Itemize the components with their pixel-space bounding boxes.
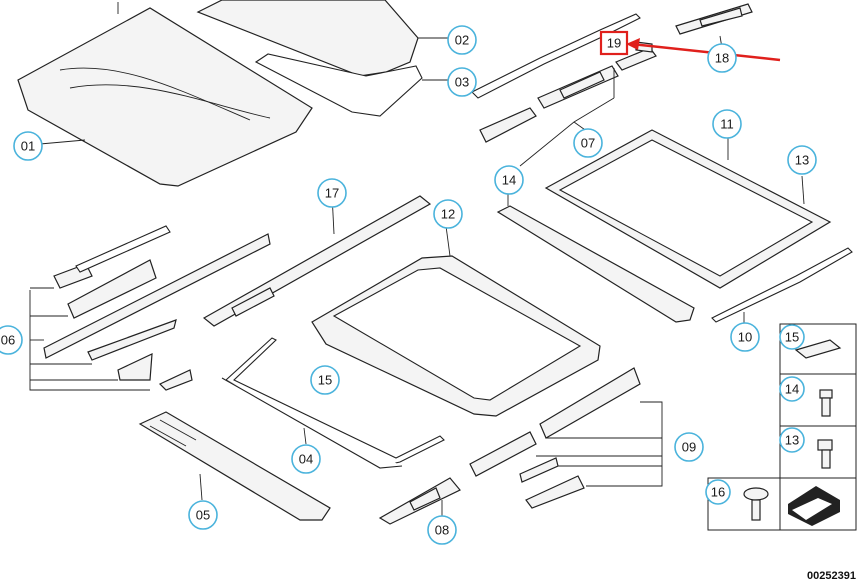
part-07-guide-set xyxy=(479,65,619,167)
svg-text:15: 15 xyxy=(318,373,332,388)
callout-04: 04 xyxy=(291,444,321,474)
svg-text:13: 13 xyxy=(785,433,799,448)
svg-text:08: 08 xyxy=(435,523,449,538)
highlight-arrow xyxy=(626,38,781,62)
callout-13: 13 xyxy=(787,145,817,175)
svg-text:06: 06 xyxy=(1,333,15,348)
callout-05: 05 xyxy=(188,500,218,530)
legend-callout-15: 15 xyxy=(779,324,805,350)
callout-03: 03 xyxy=(447,67,477,97)
svg-text:17: 17 xyxy=(325,186,339,201)
diagram-id-label: 00252391 xyxy=(807,570,856,582)
part-18-bracket xyxy=(675,3,753,49)
part-03-seal xyxy=(254,53,448,117)
callout-17: 17 xyxy=(317,178,347,208)
callout-12: 12 xyxy=(433,199,463,229)
callout-11: 11 xyxy=(712,109,742,139)
svg-text:07: 07 xyxy=(581,136,595,151)
callout-01: 01 xyxy=(13,131,43,161)
legend-callout-16: 16 xyxy=(705,479,731,505)
svg-text:04: 04 xyxy=(299,452,313,467)
svg-text:09: 09 xyxy=(682,440,696,455)
svg-text:05: 05 xyxy=(196,508,210,523)
callout-08: 08 xyxy=(427,515,457,545)
legend-panel xyxy=(707,323,857,531)
part-04-frame-seal xyxy=(221,337,445,469)
svg-text:16: 16 xyxy=(711,485,725,500)
part-12-sunshade xyxy=(311,225,601,417)
part-09-bracket-set xyxy=(469,367,663,509)
callout-09: 09 xyxy=(674,432,704,462)
callout-15: 15 xyxy=(310,365,340,395)
svg-text:14: 14 xyxy=(785,382,799,397)
svg-text:14: 14 xyxy=(502,173,516,188)
callout-02: 02 xyxy=(447,25,477,55)
svg-text:19: 19 xyxy=(607,36,621,51)
svg-text:13: 13 xyxy=(795,153,809,168)
svg-text:18: 18 xyxy=(715,51,729,66)
part-05-mesh-strip xyxy=(138,411,331,521)
svg-text:12: 12 xyxy=(441,207,455,222)
callout-07: 07 xyxy=(573,128,603,158)
part-19-rail-strip xyxy=(471,13,657,99)
callout-14: 14 xyxy=(494,165,524,195)
legend-callout-14: 14 xyxy=(779,376,805,402)
part-01-glass-panel xyxy=(17,2,313,187)
callout-18: 18 xyxy=(707,43,737,73)
svg-text:01: 01 xyxy=(21,139,35,154)
callout-06: 06 xyxy=(0,325,23,355)
part-11-frame xyxy=(544,129,832,289)
callout-10: 10 xyxy=(730,322,760,352)
svg-text:10: 10 xyxy=(738,330,752,345)
part-06-drive-set xyxy=(29,225,271,391)
svg-text:02: 02 xyxy=(455,33,469,48)
part-17-guide-rail xyxy=(202,193,432,327)
part-08-mount xyxy=(378,477,461,525)
svg-text:15: 15 xyxy=(785,330,799,345)
svg-text:03: 03 xyxy=(455,75,469,90)
callout-19-highlighted: 19 xyxy=(599,30,629,56)
legend-callout-13: 13 xyxy=(779,427,805,453)
svg-text:11: 11 xyxy=(720,117,734,132)
